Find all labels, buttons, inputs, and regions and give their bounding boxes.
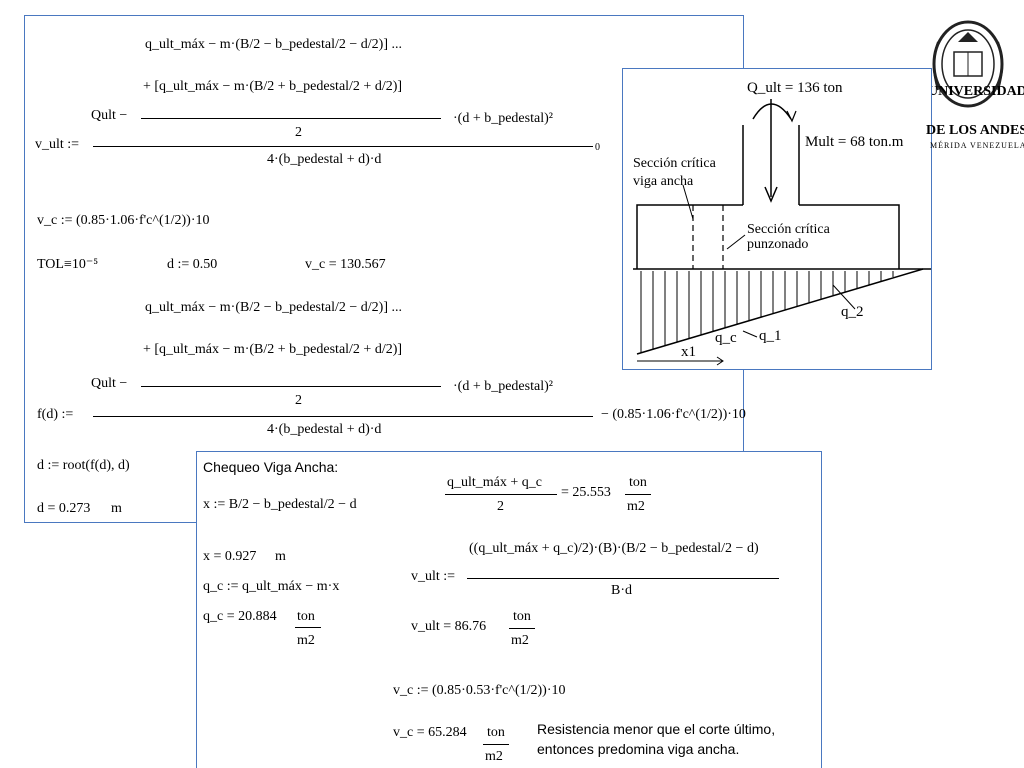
footing-right-edge <box>799 204 900 269</box>
x-definition: x := B/2 − b_pedestal/2 − d <box>203 497 357 512</box>
moment-arrow-head <box>786 110 797 123</box>
check-vc-value: v_c = 65.284 <box>393 725 467 740</box>
d-result: d = 0.273 <box>37 501 91 516</box>
d-definition: d := 0.50 <box>167 257 218 272</box>
fd-bracket-1: q_ult_máx − m·(B/2 − b_pedestal/2 − d/2)… <box>145 300 402 315</box>
vult-two: 2 <box>295 125 302 140</box>
vult-denominator: 4·(b_pedestal + d)·d <box>267 152 382 167</box>
d-result-unit: m <box>111 501 122 516</box>
logo-line-3: MÉRIDA VENEZUELA <box>930 141 1024 150</box>
fd-inner-bar <box>141 386 441 387</box>
logo-line-2: DE LOS ANDES <box>926 123 1024 138</box>
check-vc-unit-top: ton <box>487 725 505 740</box>
avg-value: = 25.553 <box>561 485 611 500</box>
check-vult-bar <box>467 578 779 579</box>
q2-leader <box>832 284 856 310</box>
tol-definition: TOL≡10⁻⁵ <box>37 257 99 272</box>
fd-lhs: f(d) := <box>37 407 74 422</box>
avg-bar <box>445 494 557 495</box>
check-vc-unit-bar <box>483 744 509 745</box>
x-value: x = 0.927 <box>203 549 257 564</box>
conclusion-line-2: entonces predomina viga ancha. <box>537 741 740 757</box>
qc-unit-bottom: m2 <box>297 633 315 648</box>
load-arrow-head <box>764 186 778 203</box>
fd-bracket-2: + [q_ult_máx − m·(B/2 + b_pedestal/2 + d… <box>143 342 403 357</box>
check-vult-unit-bottom: m2 <box>511 633 529 648</box>
pressure-diagram-slope <box>636 268 924 355</box>
avg-unit-bottom: m2 <box>627 499 645 514</box>
check-vc-unit-bottom: m2 <box>485 749 503 764</box>
q2-label: q_2 <box>841 304 864 320</box>
punch-section-leader <box>726 234 746 250</box>
footing-diagram-panel: Q_ult = 136 ton Mult = 68 ton.m Sección … <box>622 68 932 370</box>
vc-definition: v_c := (0.85·1.06·f'c^(1/2))·10 <box>37 213 210 228</box>
fd-two: 2 <box>295 393 302 408</box>
avg-numerator: q_ult_máx + q_c <box>447 475 542 490</box>
vult-main-bar <box>93 146 593 147</box>
x1-arrow-head <box>716 356 724 366</box>
fd-qult: Qult − <box>91 376 128 391</box>
avg-denominator: 2 <box>497 499 504 514</box>
x1-label: x1 <box>681 344 696 360</box>
qc-label: q_c <box>715 330 737 346</box>
qc-value: q_c = 20.884 <box>203 609 277 624</box>
check-vult-value: v_ult = 86.76 <box>411 619 487 634</box>
logo-line-1: UNIVERSIDAD <box>928 84 1024 99</box>
mult-label: Mult = 68 ton.m <box>805 134 904 150</box>
moment-arc <box>752 103 792 120</box>
beam-check-panel: Chequeo Viga Ancha: x := B/2 − b_pedesta… <box>196 451 822 768</box>
check-vc-definition: v_c := (0.85·0.53·f'c^(1/2))·10 <box>393 683 566 698</box>
beam-section-leader <box>682 184 694 220</box>
vult-tail: ·(d + b_pedestal)² <box>453 111 553 126</box>
check-vult-denominator: B·d <box>611 583 632 598</box>
qc-unit-top: ton <box>297 609 315 624</box>
fd-minus-vc: − (0.85·1.06·f'c^(1/2))·10 <box>601 407 746 422</box>
avg-unit-top: ton <box>629 475 647 490</box>
pressure-arrows <box>640 271 894 353</box>
vc-value: v_c = 130.567 <box>305 257 386 272</box>
vult-lhs: v_ult := <box>35 137 80 152</box>
beam-section-label-2: viga ancha <box>633 174 694 189</box>
qc-unit-bar <box>295 627 321 628</box>
vult-inner-bar <box>141 118 441 119</box>
vult-bracket-2: + [q_ult_máx − m·(B/2 + b_pedestal/2 + d… <box>143 79 403 94</box>
beam-section-label-1: Sección crítica <box>633 156 716 171</box>
footing-left-edge <box>636 204 743 269</box>
fd-denominator: 4·(b_pedestal + d)·d <box>267 422 382 437</box>
q1-label: q_1 <box>759 328 782 344</box>
avg-unit-bar <box>625 494 651 495</box>
check-vult-unit-top: ton <box>513 609 531 624</box>
vult-subscript: 0 <box>595 142 600 153</box>
root-definition: d := root(f(d), d) <box>37 458 130 473</box>
check-vult-unit-bar <box>509 628 535 629</box>
conclusion-line-1: Resistencia menor que el corte último, <box>537 721 776 737</box>
university-seal-icon <box>932 20 1004 108</box>
fd-main-bar <box>93 416 593 417</box>
qc-definition: q_c := q_ult_máx − m·x <box>203 579 340 594</box>
vult-qult: Qult − <box>91 108 128 123</box>
footing-diagram <box>633 99 931 366</box>
check-vult-numerator: ((q_ult_máx + q_c)/2)·(B)·(B/2 − b_pedes… <box>469 541 759 556</box>
check-vult-lhs: v_ult := <box>411 569 456 584</box>
university-logo: UNIVERSIDAD <box>924 12 1024 162</box>
x-unit: m <box>275 549 286 564</box>
qult-label: Q_ult = 136 ton <box>747 80 843 96</box>
fd-tail: ·(d + b_pedestal)² <box>453 379 553 394</box>
vult-bracket-1: q_ult_máx − m·(B/2 − b_pedestal/2 − d/2)… <box>145 37 402 52</box>
q1-leader <box>742 330 758 338</box>
punch-section-label-1: Sección crítica <box>747 222 830 237</box>
punch-section-label-2: punzonado <box>747 237 809 252</box>
check-title: Chequeo Viga Ancha: <box>203 459 339 475</box>
